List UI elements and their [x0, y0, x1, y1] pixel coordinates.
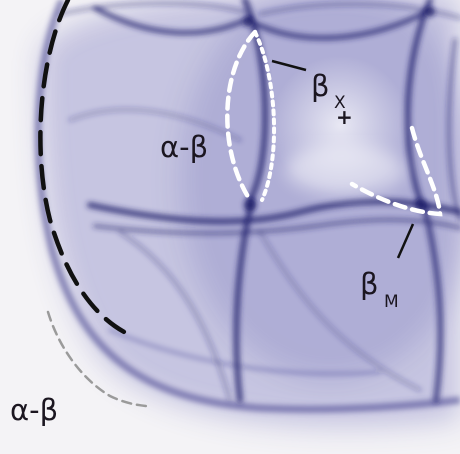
black-dashed-arc: [38, 0, 131, 337]
label-beta-m-sub: M: [384, 292, 399, 312]
beta-x-leader: [271, 59, 307, 72]
band-lines: [58, 0, 460, 403]
white-dotted-lens: [253, 30, 277, 202]
beta-m-leader: [396, 223, 415, 259]
label-beta-x: β: [311, 69, 330, 103]
white-dashed-pocket: [349, 125, 443, 217]
label-beta-m: β: [360, 267, 379, 301]
intersection-spots: [243, 7, 435, 211]
label-beta-x-sub: X: [334, 93, 346, 113]
outer-ring: [34, 0, 460, 413]
label-alpha-beta-inner: α-β: [160, 130, 208, 164]
center-cross-mark: +: [336, 105, 353, 129]
white-dashed-lens: [225, 29, 258, 203]
label-alpha-beta-outer: α-β: [10, 393, 58, 427]
